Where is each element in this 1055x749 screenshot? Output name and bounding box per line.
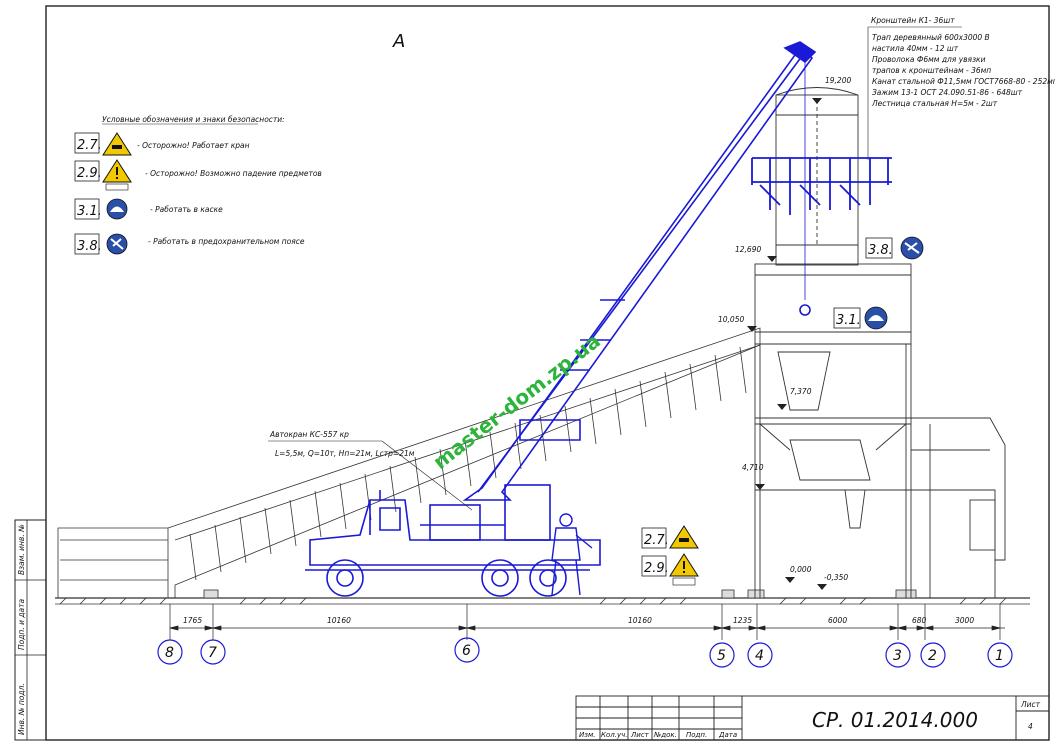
specification-notes: Кронштейн К1- 36шт Трап деревянный 600х3… [867, 16, 1055, 160]
tower-signs: 3.8. 3.1. [833, 236, 924, 330]
stamp-replace-inv: Взам. инв. № [17, 524, 26, 575]
stamp-original-inv: Инв. № подл. [17, 683, 26, 735]
tb-header-list: Лист [630, 731, 650, 739]
crane-model-label: Автокран КС-557 кр [269, 430, 349, 439]
axis-1: 1 [995, 648, 1004, 664]
spec-line-5: Канат стальной Ф11,5мм ГОСТ7668-80 - 252… [872, 77, 1055, 86]
elevation-0000: 0,000 [790, 565, 812, 574]
legend: Условные обозначения и знаки безопасност… [74, 115, 322, 255]
spec-line-4: трапов к кронштейнам - 36мп [872, 66, 991, 75]
elevation-19200: 19,200 [825, 76, 851, 85]
legend-text-2-9: - Осторожно! Возможно падение предметов [145, 169, 322, 178]
elevation-10050: 10,050 [718, 315, 744, 324]
tower-safety-belt-icon [900, 236, 924, 260]
stamp-signature-date: Подп. и дата [17, 599, 26, 650]
dim-6000: 6000 [828, 616, 847, 625]
ground-sign-code-2-9: 2.9. [644, 561, 669, 576]
safety-belt-mandatory-icon [106, 233, 128, 255]
legend-title: Условные обозначения и знаки безопасност… [102, 115, 285, 124]
dim-10160-right: 10160 [628, 616, 652, 625]
crane-params-label: L=5,5м, Q=10т, Нп=21м, Lстр=21м [275, 449, 415, 458]
tb-header-podp: Подп. [686, 731, 707, 739]
warning-crane-icon [102, 132, 132, 156]
axis-6: 6 [462, 643, 471, 659]
legend-code-2-9: 2.9. [77, 166, 102, 181]
tower-helmet-icon [864, 306, 888, 330]
sheet-label: Лист [1020, 700, 1041, 709]
title-block [575, 695, 1050, 741]
elevation-minus-0350: -0,350 [824, 573, 848, 582]
ground-falling-objects-icon [669, 553, 699, 586]
ground-signs: 2.7. 2.9. [641, 525, 699, 586]
axis-3: 3 [893, 648, 902, 664]
elevation-7370: 7,370 [790, 387, 812, 396]
side-stamps: Взам. инв. № Подп. и дата Инв. № подл. [17, 524, 26, 735]
tb-header-data: Дата [718, 731, 737, 739]
scaffold-brackets [751, 157, 892, 215]
elevation-12690: 12,690 [735, 245, 761, 254]
truck-crane [305, 41, 817, 597]
tower-sign-code-3-1: 3.1. [836, 313, 861, 328]
legend-text-3-1: - Работать в каске [150, 205, 223, 214]
legend-code-3-1: 3.1. [77, 204, 102, 219]
legend-text-2-7: - Осторожно! Работает кран [137, 141, 250, 150]
spec-line-2: настила 40мм - 12 шт [872, 44, 959, 53]
tb-header-kolich: Кол.уч. [601, 731, 627, 739]
axis-2: 2 [928, 648, 937, 664]
legend-code-3-8: 3.8. [77, 239, 102, 254]
axis-8: 8 [165, 645, 174, 661]
spec-title: Кронштейн К1- 36шт [871, 16, 955, 25]
dim-3000: 3000 [955, 616, 974, 625]
ground [55, 597, 1030, 605]
dimension-line [169, 604, 1005, 640]
inclined-conveyor-gallery [57, 327, 761, 599]
batching-plant-tower [754, 87, 1006, 598]
axis-labels: 8 7 6 5 4 3 2 1 [165, 643, 1004, 664]
legend-code-2-7: 2.7. [77, 138, 102, 153]
watermark-text: master-dom.zp.ua [428, 329, 605, 474]
elevation-marks: 19,200 12,690 10,050 7,370 4,710 0,000 -… [718, 76, 851, 590]
axis-4: 4 [755, 648, 764, 664]
elevation-4710: 4,710 [742, 463, 764, 472]
worker-figure [551, 513, 593, 596]
helmet-mandatory-icon [106, 198, 128, 220]
warning-falling-objects-icon [102, 159, 132, 191]
tb-header-ndoc: №док. [653, 731, 677, 739]
spec-line-3: Проволока Ф6мм для увязки [872, 55, 986, 64]
dim-10160-left: 10160 [327, 616, 351, 625]
tower-sign-code-3-8: 3.8. [868, 243, 893, 258]
spec-line-6: Зажим 13-1 ОСТ 24.090.51-86 - 648шт [872, 88, 1023, 97]
sheet-number: 4 [1028, 722, 1033, 731]
ground-crane-warning-icon [669, 525, 699, 549]
spec-line-1: Трап деревянный 600х3000 В [872, 33, 990, 42]
legend-text-3-8: - Работать в предохранительном поясе [148, 237, 305, 246]
spec-line-7: Лестница стальная Н=5м - 2шт [871, 99, 998, 108]
tb-header-izm: Изм. [579, 731, 595, 739]
axis-5: 5 [717, 648, 726, 664]
view-label: А [392, 31, 405, 52]
ground-sign-code-2-7: 2.7. [644, 533, 669, 548]
axis-7: 7 [208, 645, 217, 661]
dim-1765: 1765 [183, 616, 202, 625]
dim-1235: 1235 [733, 616, 752, 625]
crane-callout: Автокран КС-557 кр L=5,5м, Q=10т, Нп=21м… [268, 430, 473, 511]
sheet-frame [14, 5, 1050, 741]
dimension-values: 1765 10160 10160 1235 6000 680 3000 [183, 616, 974, 625]
document-code: СР. 01.2014.000 [812, 708, 978, 732]
dim-680: 680 [912, 616, 927, 625]
axis-bubbles [157, 637, 1013, 668]
